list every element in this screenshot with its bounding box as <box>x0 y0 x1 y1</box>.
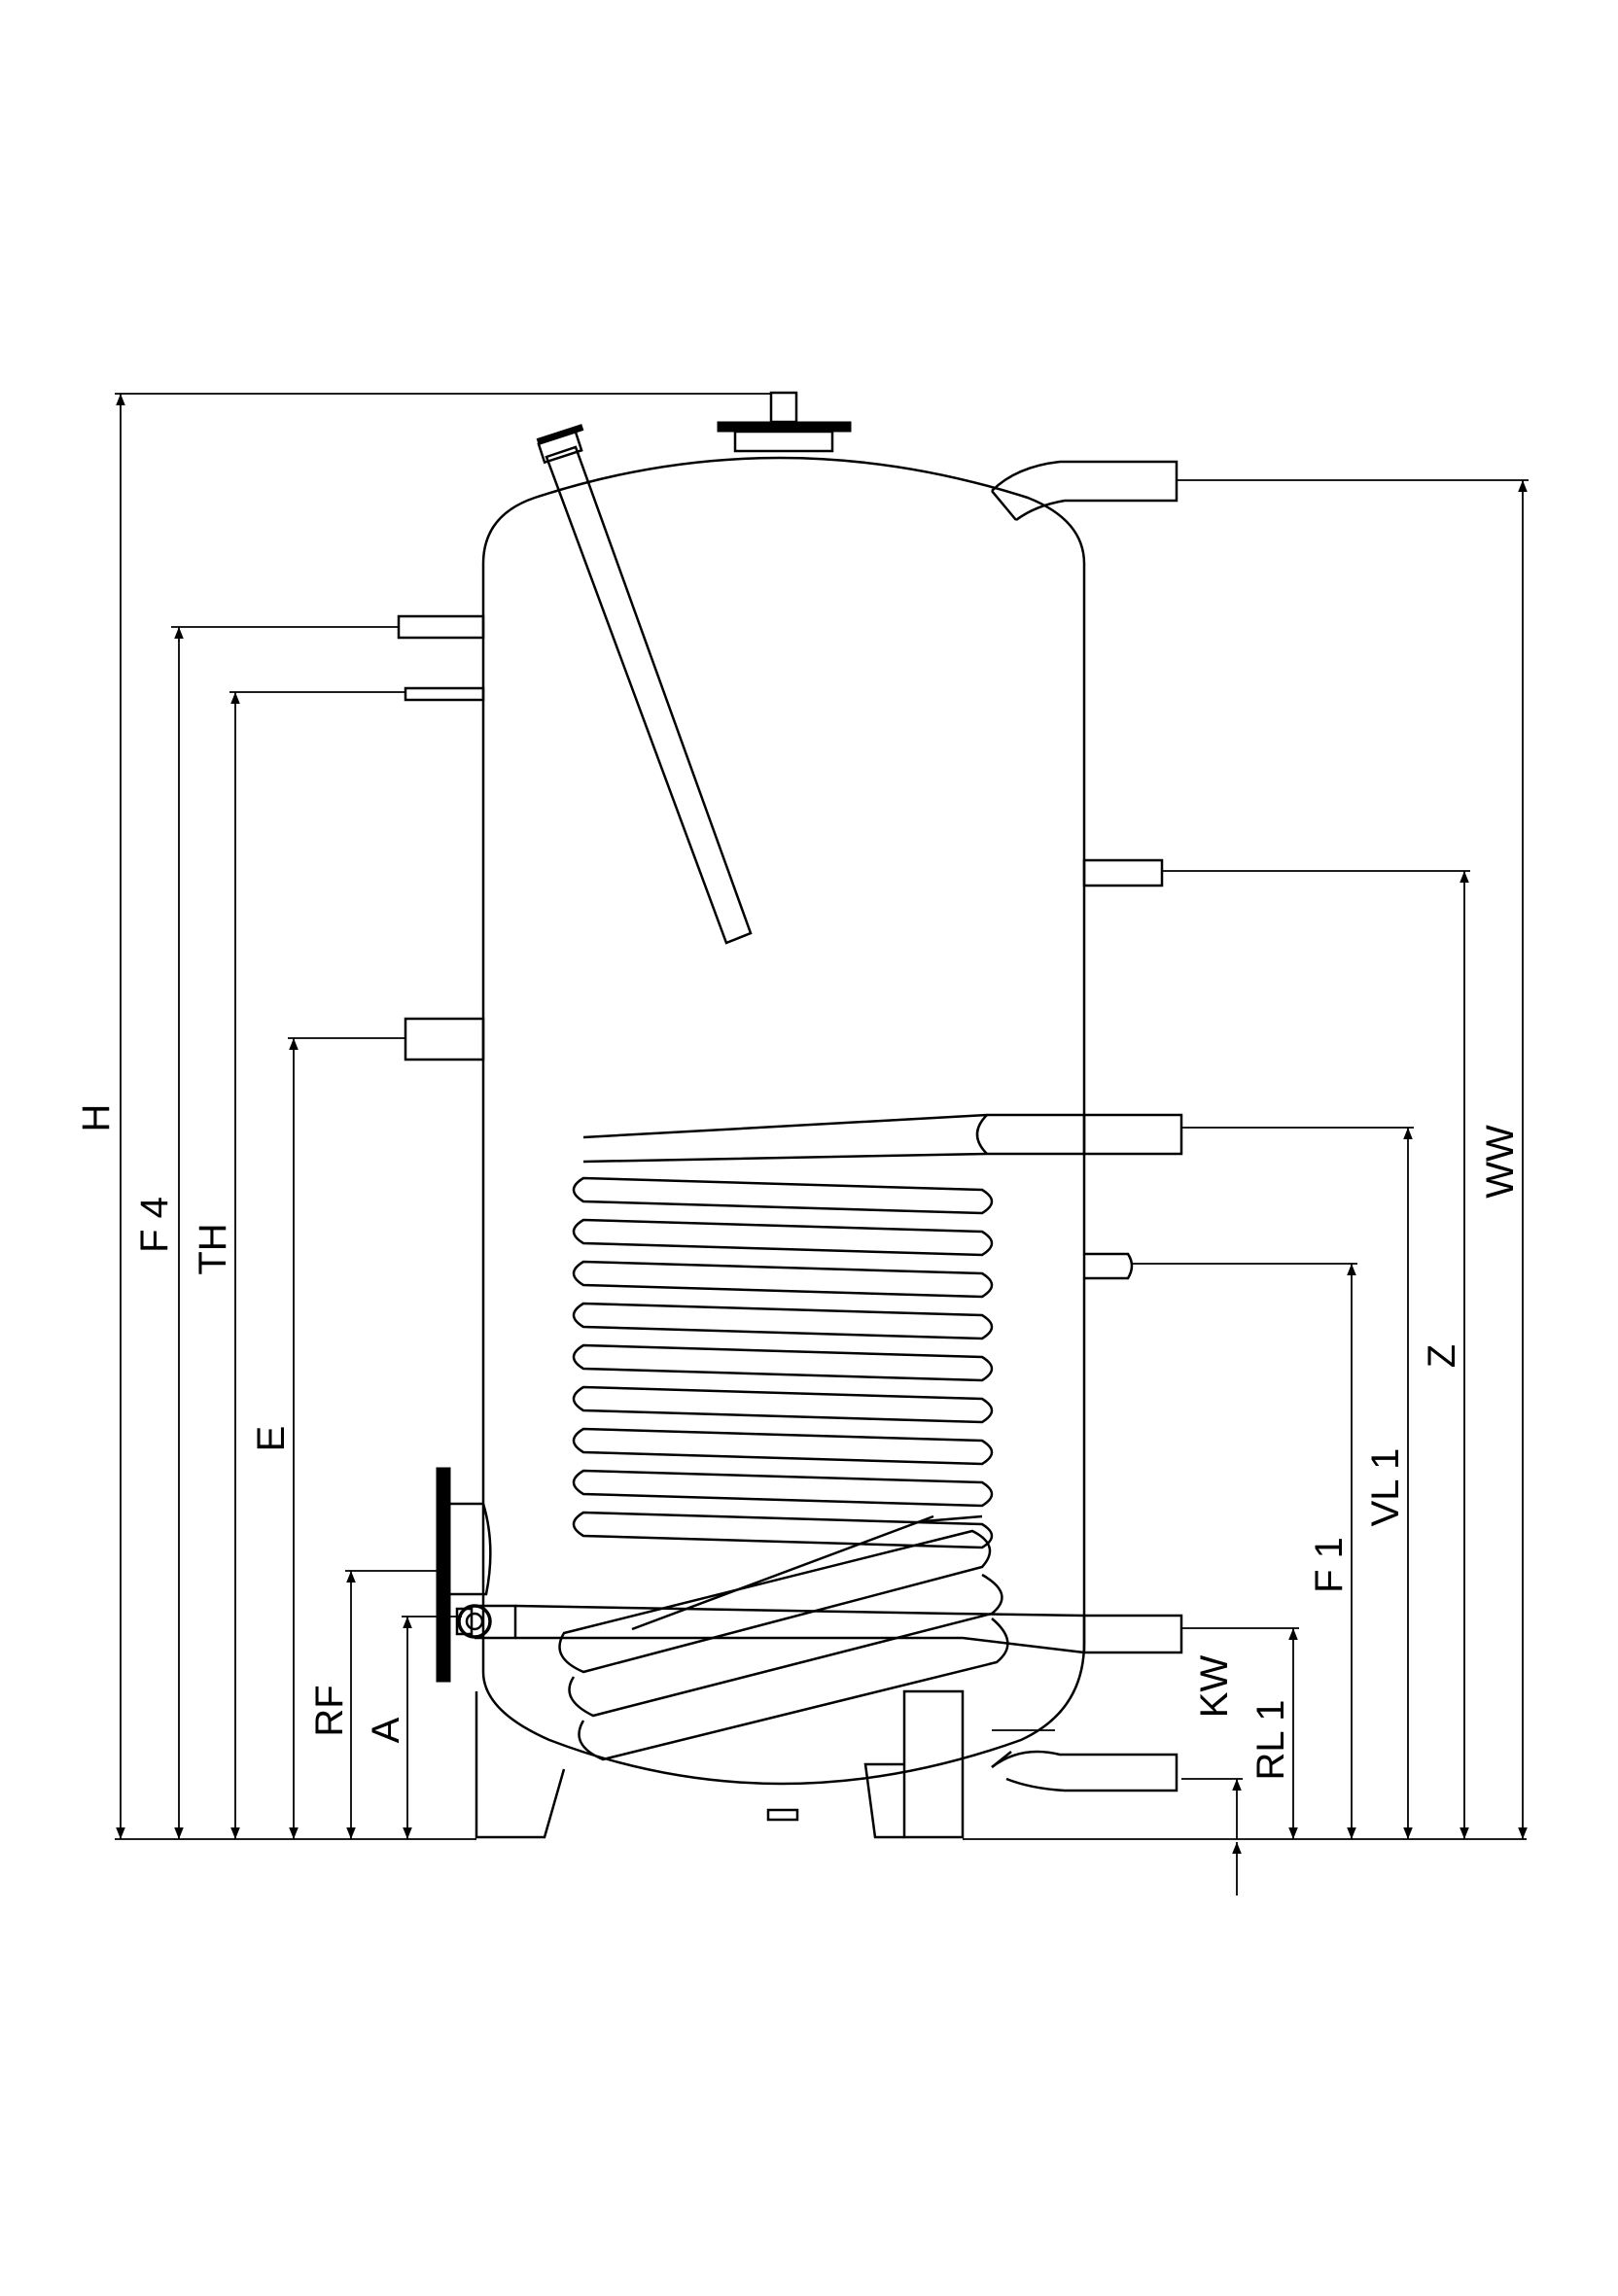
connection-F1 <box>1084 1252 1134 1280</box>
tank-body <box>481 456 1086 1786</box>
flange-RF <box>436 1467 492 1683</box>
lower-coil <box>514 1514 1085 1761</box>
anode-rod <box>536 424 753 945</box>
top-cap <box>717 391 852 453</box>
dimensions: H F 4 TH E RF A KW RL 1 F 1 VL 1 Z WW <box>75 393 1529 1896</box>
coil-loop <box>572 1469 994 1508</box>
connection-KW <box>991 1750 1178 1792</box>
connection-F4 <box>397 614 485 640</box>
coil-loop <box>572 1302 994 1340</box>
heat-exchanger-coil <box>572 1113 1084 1549</box>
coil-loop <box>572 1176 994 1215</box>
dim-label-E: E <box>250 1426 293 1452</box>
dim-label-Z: Z <box>1421 1344 1463 1368</box>
dim-label-TH: TH <box>192 1223 234 1274</box>
connection-Z <box>1082 858 1164 887</box>
dim-label-WW: WW <box>1479 1125 1522 1199</box>
coil-loop <box>572 1427 994 1466</box>
right-connections <box>991 460 1183 1792</box>
coil-loop <box>572 1511 994 1549</box>
feet <box>475 1689 965 1839</box>
connection-VL1 <box>1082 1113 1183 1156</box>
dim-label-F4: F 4 <box>133 1197 176 1253</box>
connection-A <box>455 1604 517 1640</box>
connection-WW <box>991 460 1178 522</box>
connection-RL1 <box>1082 1614 1183 1654</box>
coil-loop <box>572 1385 994 1424</box>
coil-loop <box>572 1260 994 1299</box>
coil-loop <box>572 1218 994 1257</box>
dim-label-KW: KW <box>1193 1655 1236 1719</box>
dim-label-RF: RF <box>308 1685 351 1736</box>
coil-loop <box>572 1343 994 1382</box>
dim-label-RL1: RL 1 <box>1249 1699 1292 1780</box>
connection-TH <box>404 686 485 702</box>
dim-label-VL1: VL 1 <box>1364 1448 1407 1527</box>
left-connections <box>397 614 485 1061</box>
dim-label-H: H <box>75 1104 118 1132</box>
connection-E <box>404 1017 485 1061</box>
dim-label-A: A <box>365 1717 407 1743</box>
dim-label-F1: F 1 <box>1308 1537 1351 1593</box>
